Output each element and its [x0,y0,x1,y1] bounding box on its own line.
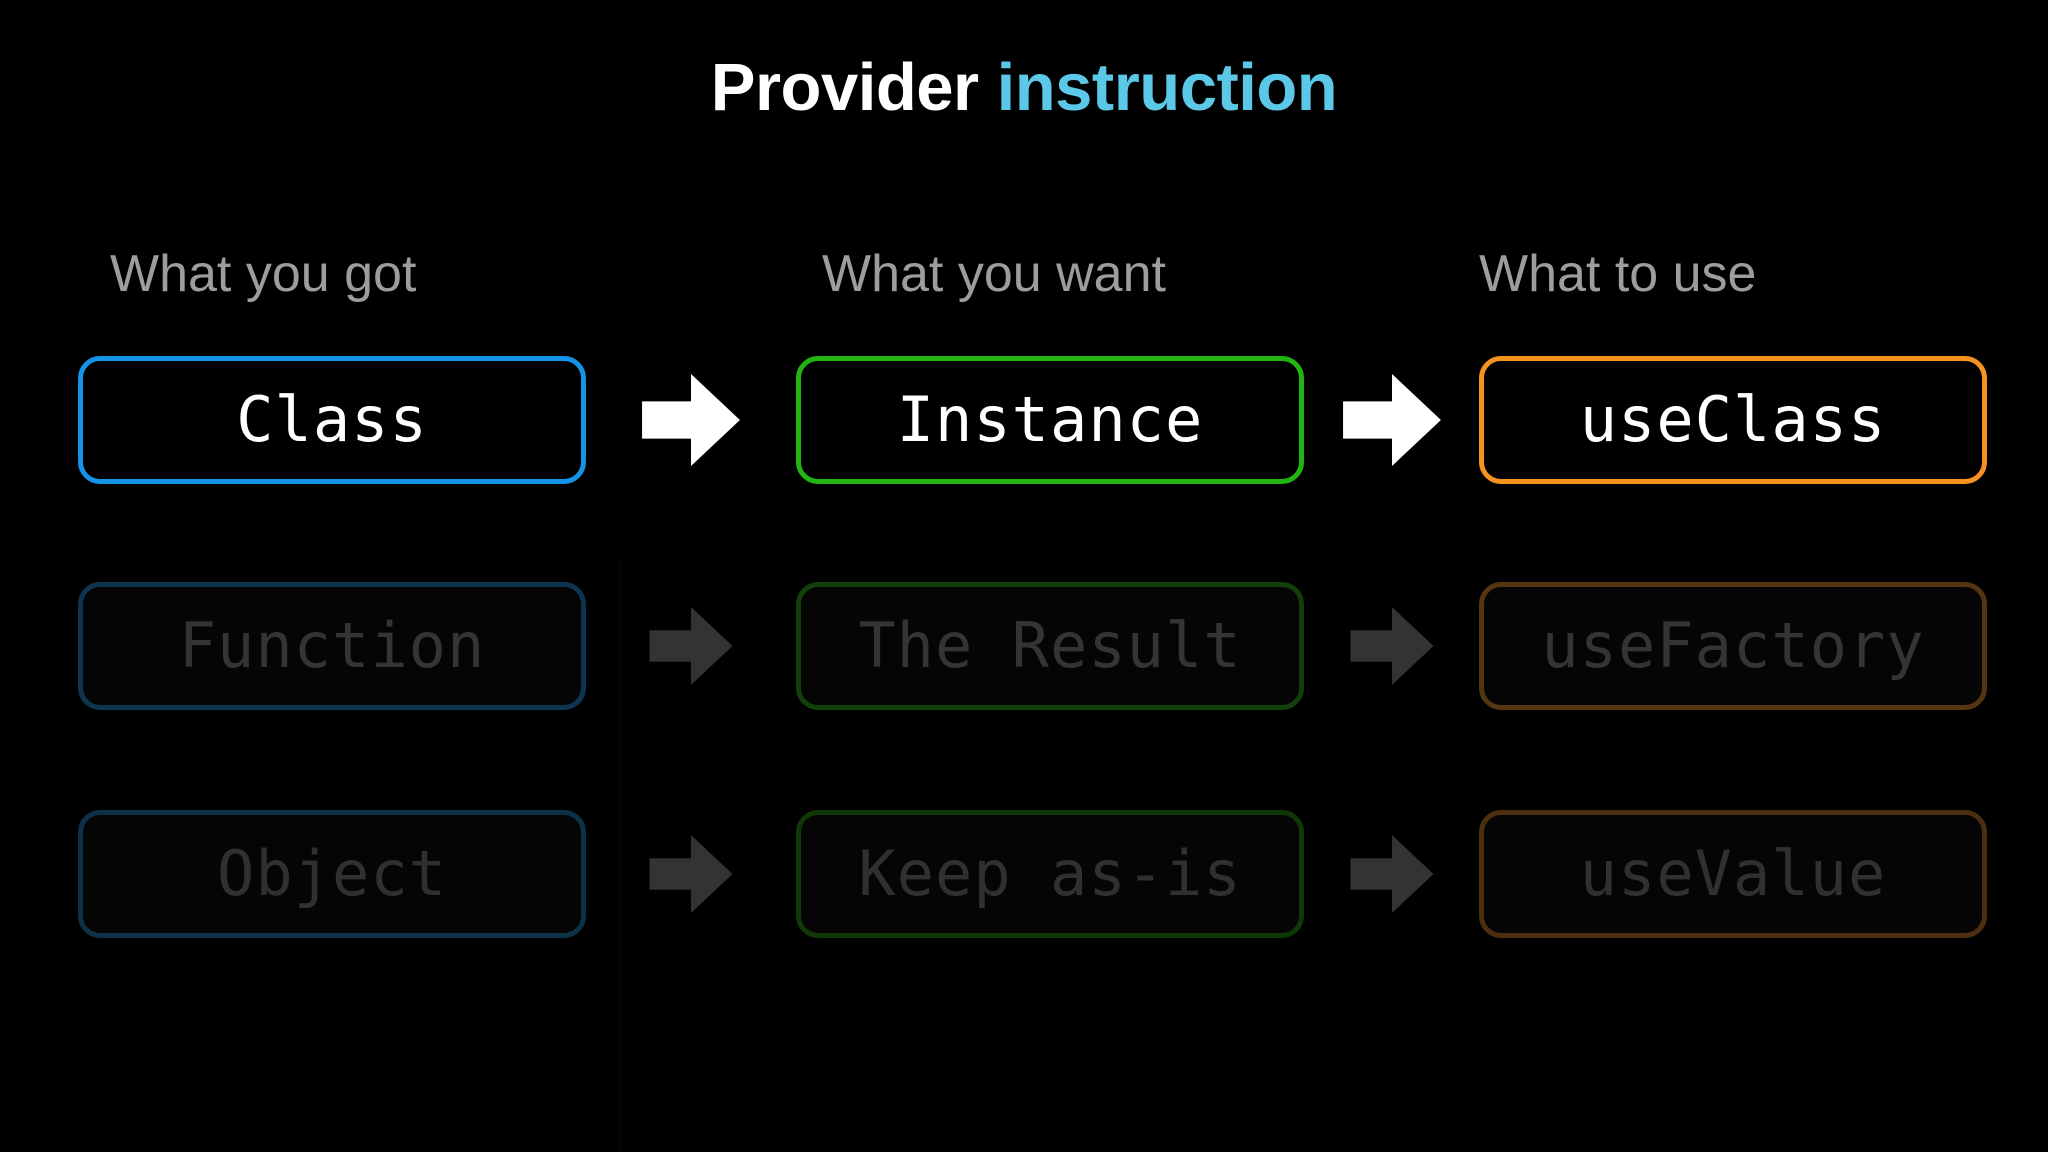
box-want-keep-as-is[interactable]: Keep as-is [796,810,1304,938]
arrow-right-icon [1350,835,1433,913]
arrow-cell [1304,607,1479,685]
box-want-instance[interactable]: Instance [796,356,1304,484]
background-seam [620,560,621,1152]
mapping-row: Function The Result useFactory [78,582,1987,710]
column-header-got: What you got [110,245,417,303]
box-label: Function [178,609,486,682]
page-title-accent: instruction [996,50,1338,125]
mapping-row: Object Keep as-is useValue [78,810,1987,938]
box-label: useValue [1579,837,1887,910]
box-label: Keep as-is [858,837,1242,910]
arrow-cell [586,607,796,685]
arrow-cell [1304,835,1479,913]
arrow-cell [586,374,796,466]
mapping-row: Class Instance useClass [78,356,1987,484]
column-headers: What you got What you want What to use [78,238,1970,310]
box-got-function[interactable]: Function [78,582,586,710]
arrow-right-icon [642,374,740,466]
box-label: useClass [1579,383,1887,456]
arrow-cell [586,835,796,913]
box-use-usefactory[interactable]: useFactory [1479,582,1987,710]
box-got-class[interactable]: Class [78,356,586,484]
arrow-right-icon [1350,607,1433,685]
box-label: useFactory [1541,609,1925,682]
page-title-primary: Provider [710,50,979,125]
box-label: The Result [858,609,1242,682]
mapping-grid: What you got What you want What to use C… [78,238,1987,938]
box-got-object[interactable]: Object [78,810,586,938]
box-want-the-result[interactable]: The Result [796,582,1304,710]
box-label: Object [217,837,447,910]
box-use-usevalue[interactable]: useValue [1479,810,1987,938]
arrow-cell [1304,374,1479,466]
column-header-use: What to use [1479,245,1757,303]
box-label: Class [236,383,428,456]
column-header-want: What you want [822,245,1166,303]
box-label: Instance [896,383,1204,456]
arrow-right-icon [649,835,733,913]
arrow-right-icon [1342,374,1441,466]
box-use-useclass[interactable]: useClass [1479,356,1987,484]
arrow-right-icon [649,607,733,685]
